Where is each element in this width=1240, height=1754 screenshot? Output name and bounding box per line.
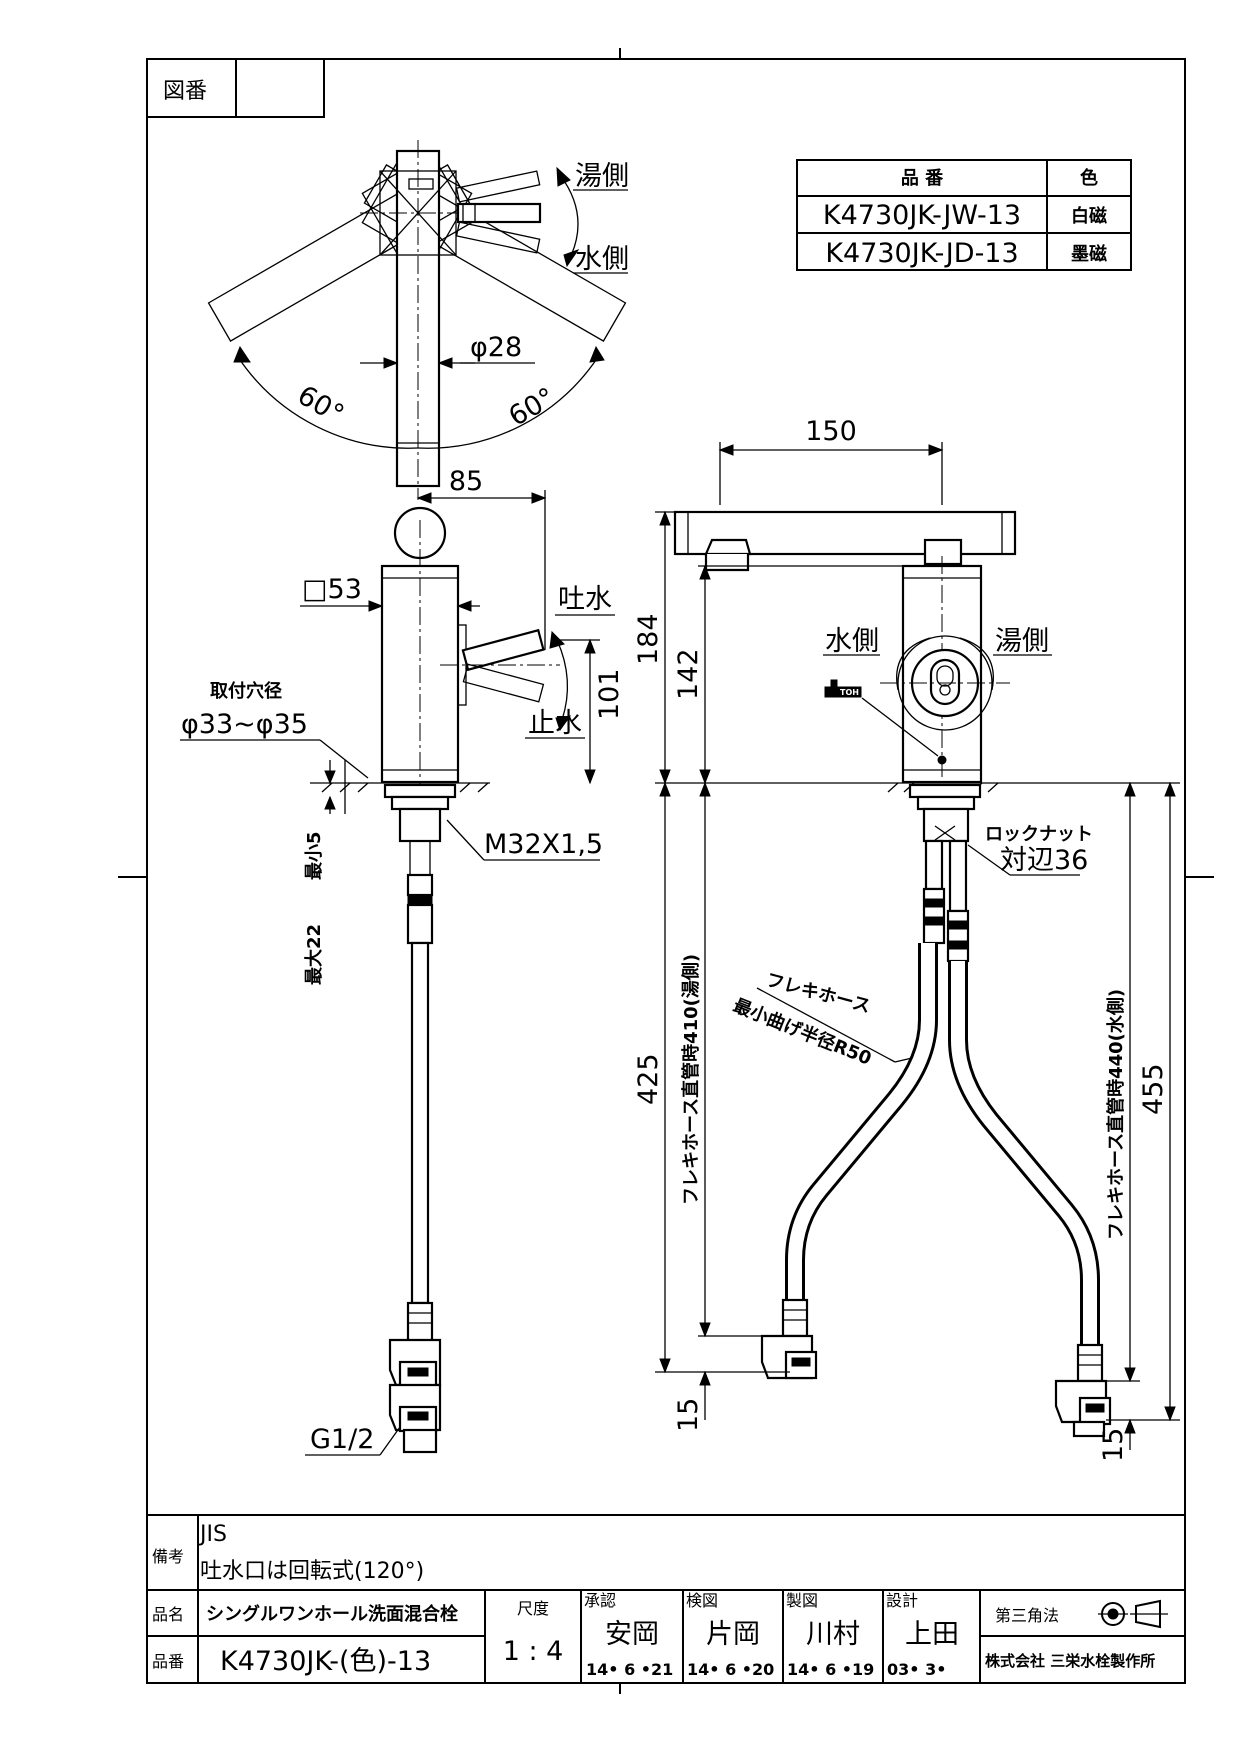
dim-455-label: 455 (1138, 1063, 1169, 1115)
min-5-label: 最小5 (304, 831, 325, 880)
dim-150-label: 150 (805, 416, 857, 447)
product-no: K4730JK-(色)-13 (220, 1646, 431, 1677)
top-hot-side-label: 湯側 (575, 161, 629, 192)
title-block (147, 1514, 1185, 1683)
dim-101-label: 101 (594, 668, 625, 720)
flex-hose-label: フレキホース (764, 970, 873, 1018)
water-stop-label: 止水 (528, 708, 582, 739)
dim-15-right-label: 15 (1098, 1428, 1129, 1462)
hose-cold-label: フレキホース直管時440(水側) (1105, 989, 1127, 1240)
drawing-number-box: 図番 (146, 58, 325, 118)
approve-date: 14• 6 •21 (586, 1660, 673, 1679)
variant-row-1-color: 白磁 (1071, 205, 1107, 227)
mount-hole-range: φ33~φ35 (181, 709, 308, 740)
variant-table: 品 番 色 K4730JK-JW-13 白磁 K4730JK-JD-13 墨磁 (796, 159, 1132, 271)
front-cold-side-label: 水側 (825, 626, 879, 657)
company-name: 株式会社 三栄水栓製作所 (985, 1652, 1155, 1670)
g-half-label: G1/2 (310, 1424, 374, 1455)
thread-label: M32X1,5 (484, 829, 603, 860)
dim-15-left-label: 15 (673, 1398, 704, 1432)
draft-date: 14• 6 •19 (787, 1660, 874, 1679)
side-view (180, 490, 615, 1456)
scale-value: 1 : 4 (503, 1636, 564, 1667)
square-53-label: □53 (302, 574, 362, 605)
front-hot-side-label: 湯側 (995, 626, 1049, 657)
top-view (207, 140, 627, 500)
variant-header-color: 色 (1080, 167, 1098, 189)
remarks-line-2: 吐水口は回転式(120°) (200, 1559, 424, 1584)
drawing-frame (118, 48, 1214, 1694)
angle-right-label: 60° (504, 382, 561, 433)
across-flats-label: 対辺36 (1000, 845, 1088, 876)
remarks-line-1: JIS (198, 1522, 227, 1547)
projection-label: 第三角法 (995, 1606, 1059, 1625)
diameter-28-label: φ28 (470, 332, 522, 363)
product-name-label: 品名 (152, 1605, 184, 1624)
top-cold-side-label: 水側 (575, 244, 629, 275)
approve-name: 安岡 (605, 1619, 659, 1650)
design-name: 上田 (905, 1619, 959, 1650)
variant-row-2-code: K4730JK-JD-13 (825, 238, 1018, 269)
front-view (655, 442, 1180, 1450)
dim-425-label: 425 (633, 1053, 664, 1105)
brand-mark-label: TOH (840, 688, 859, 697)
variant-row-1-code: K4730JK-JW-13 (823, 200, 1021, 231)
angle-left-label: 60° (292, 380, 349, 431)
design-date: 03• 3• (887, 1660, 946, 1679)
drawing-number-label: 図番 (163, 79, 207, 104)
approve-label: 承認 (584, 1591, 616, 1610)
product-no-label: 品番 (152, 1652, 184, 1671)
variant-header-code: 品 番 (901, 168, 944, 189)
draft-label: 製図 (786, 1591, 818, 1610)
check-label: 検図 (686, 1591, 718, 1610)
scale-label: 尺度 (517, 1599, 549, 1618)
water-out-label: 吐水 (558, 584, 612, 615)
dim-184-label: 184 (633, 613, 664, 665)
check-name: 片岡 (706, 1619, 760, 1650)
draft-name: 川村 (806, 1619, 860, 1650)
hose-hot-label: フレキホース直管時410(湯側) (680, 954, 702, 1205)
variant-row-2-color: 墨磁 (1071, 243, 1107, 265)
dim-85-label: 85 (449, 466, 483, 497)
lock-nut-label: ロックナット (985, 824, 1093, 845)
design-label: 設計 (886, 1591, 918, 1610)
max-22-label: 最大22 (303, 924, 325, 985)
mount-hole-label: 取付穴径 (210, 680, 282, 702)
product-name: シングルワンホール洗面混合栓 (206, 1603, 458, 1625)
check-date: 14• 6 •20 (687, 1660, 774, 1679)
dim-142-label: 142 (673, 648, 704, 700)
remarks-label: 備考 (152, 1547, 184, 1566)
